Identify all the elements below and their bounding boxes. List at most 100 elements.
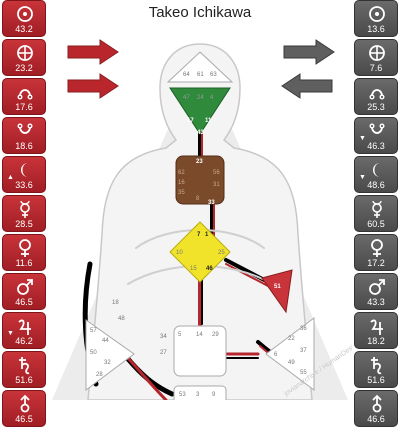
design-planet-tile[interactable]: 17.6 (2, 78, 46, 115)
planet-gate-value: 18.6 (15, 141, 33, 151)
planet-gate-value: 13.6 (367, 24, 385, 34)
spleen-center (85, 319, 135, 391)
planet-gate-value: 28.5 (15, 219, 33, 229)
gate-11: 11 (205, 118, 212, 124)
g-center (169, 221, 231, 283)
retro-marker: ▼ (359, 135, 366, 142)
personality-planet-tile[interactable]: 51.6 (354, 351, 398, 388)
gate-37: 37 (300, 348, 307, 354)
venus-icon (371, 239, 383, 257)
personality-planet-tile[interactable]: 60.5 (354, 195, 398, 232)
mars-icon (17, 279, 33, 295)
design-arrow-top (67, 39, 119, 65)
gate-56: 56 (213, 170, 220, 176)
planet-gate-value: 18.2 (367, 336, 385, 346)
design-planet-tile[interactable]: 23.2 (2, 39, 46, 76)
retro-marker: ▼ (359, 174, 366, 181)
mercury-icon (372, 200, 382, 218)
design-arrow-bottom (67, 73, 119, 99)
personality-planet-tile[interactable]: 25.3 (354, 78, 398, 115)
gate-22: 22 (288, 336, 295, 342)
gate-24: 24 (197, 95, 204, 101)
head-center (166, 51, 234, 83)
personality-planet-tile[interactable]: ▼46.3 (354, 117, 398, 154)
personality-planet-tile[interactable]: 18.2 (354, 312, 398, 349)
jupiter-icon (18, 319, 31, 335)
sun-icon (369, 6, 385, 22)
planet-gate-value: 46.3 (367, 141, 385, 151)
design-planet-tile[interactable]: 11.6 (2, 234, 46, 271)
gate-7: 7 (197, 232, 201, 238)
mercury-icon (20, 200, 30, 218)
planet-gate-value: 23.2 (15, 63, 33, 73)
north-node-icon (369, 89, 385, 100)
design-planet-tile[interactable]: 46.5 (2, 273, 46, 310)
personality-planet-tile[interactable]: 17.2 (354, 234, 398, 271)
south-node-icon (17, 123, 33, 134)
personality-planet-tile[interactable]: 43.3 (354, 273, 398, 310)
personality-arrows (281, 39, 335, 99)
gate-23: 23 (196, 159, 203, 165)
venus-icon (19, 239, 31, 257)
gate-49: 49 (288, 360, 295, 366)
mars-icon (369, 279, 385, 295)
uranus-icon (20, 394, 30, 413)
planet-gate-value: 7.6 (369, 63, 383, 73)
personality-planet-tile[interactable]: 7.6 (354, 39, 398, 76)
gate-35: 35 (178, 190, 185, 196)
throat-center (175, 155, 225, 205)
sacral-center (173, 325, 227, 377)
design-planet-tile[interactable]: 43.2 (2, 0, 46, 37)
gate-8: 8 (196, 196, 200, 202)
gate-9: 9 (212, 392, 216, 398)
saturn-icon (371, 357, 382, 375)
design-planet-tile[interactable]: ▼46.2 (2, 312, 46, 349)
gate-43: 43 (197, 130, 204, 136)
moon-icon (21, 163, 28, 177)
planet-gate-value: 48.6 (367, 180, 385, 190)
planet-gate-value: 43.3 (367, 297, 385, 307)
gate-64: 64 (183, 72, 190, 78)
south-node-icon (369, 123, 385, 134)
gate-47: 47 (183, 95, 190, 101)
gate-28: 28 (96, 372, 103, 378)
personality-arrow-top (283, 39, 335, 65)
gate-63: 63 (210, 72, 217, 78)
design-planet-tile[interactable]: 51.6 (2, 351, 46, 388)
design-planet-tile[interactable]: 18.6 (2, 117, 46, 154)
personality-planet-tile[interactable]: 13.6 (354, 0, 398, 37)
planet-gate-value: 46.5 (15, 414, 33, 424)
design-planet-tile[interactable]: 46.5 (2, 390, 46, 427)
gate-1: 1 (205, 232, 209, 238)
heart-center (261, 269, 293, 314)
planet-gate-value: 17.6 (15, 102, 33, 112)
retro-marker: ▲ (7, 174, 14, 181)
design-planet-tile[interactable]: ▲33.6 (2, 156, 46, 193)
gate-16: 16 (178, 180, 185, 186)
jupiter-icon (370, 319, 383, 335)
gate-62: 62 (178, 170, 185, 176)
saturn-icon (19, 357, 30, 375)
solar-plexus-center (265, 317, 315, 391)
planet-gate-value: 46.6 (367, 414, 385, 424)
gate-44: 44 (102, 338, 109, 344)
ajna-center (169, 87, 231, 135)
personality-planet-tile[interactable]: ▼48.6 (354, 156, 398, 193)
gate-46: 46 (206, 266, 213, 272)
design-planet-tile[interactable]: 28.5 (2, 195, 46, 232)
earth-icon (369, 45, 385, 61)
gate-53: 53 (179, 392, 186, 398)
planet-gate-value: 51.6 (15, 375, 33, 385)
planet-gate-value: 17.2 (367, 258, 385, 268)
planet-gate-value: 43.2 (15, 24, 33, 34)
planet-gate-value: 51.6 (367, 375, 385, 385)
planet-gate-value: 11.6 (15, 258, 33, 268)
personality-planet-tile[interactable]: 46.6 (354, 390, 398, 427)
gate-32: 32 (104, 360, 111, 366)
retro-marker: ▼ (7, 330, 14, 337)
earth-icon (17, 45, 33, 61)
planet-gate-value: 33.6 (15, 180, 33, 190)
gate-29: 29 (212, 332, 219, 338)
gate-15: 15 (190, 266, 197, 272)
